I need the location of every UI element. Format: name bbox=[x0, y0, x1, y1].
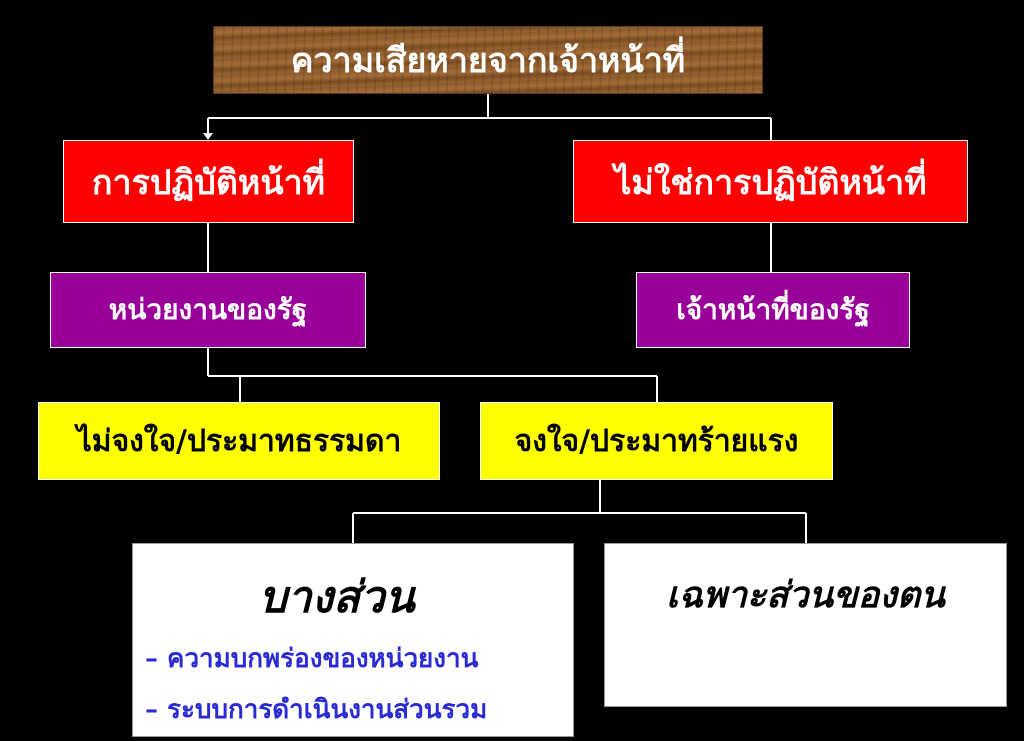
node-own-portion-title: เฉพาะส่วนของตน bbox=[666, 575, 945, 616]
node-state-official: เจ้าหน้าที่ของรัฐ bbox=[636, 272, 910, 348]
bullet-collective-operation-system: – ระบบการดำเนินงานส่วนรวม bbox=[145, 695, 488, 725]
node-not-performing-duty: ไม่ใช่การปฏิบัติหน้าที่ bbox=[573, 140, 968, 223]
arrowhead-left-red bbox=[203, 133, 213, 140]
node-intentional-gross-negligence: จงใจ/ประมาทร้ายแรง bbox=[480, 402, 833, 480]
node-not-performing-duty-label: ไม่ใช่การปฏิบัติหน้าที่ bbox=[614, 162, 927, 203]
node-unintentional-ordinary-negligence: ไม่จงใจ/ประมาทธรรมดา bbox=[38, 402, 440, 480]
node-state-agency: หน่วยงานของรัฐ bbox=[50, 272, 366, 348]
node-performing-duty: การปฏิบัติหน้าที่ bbox=[63, 140, 354, 223]
root-node-label: ความเสียหายจากเจ้าหน้าที่ bbox=[290, 41, 686, 81]
node-state-official-label: เจ้าหน้าที่ของรัฐ bbox=[676, 293, 870, 326]
bullet-agency-deficiency: – ความบกพร่องของหน่วยงาน bbox=[145, 644, 479, 674]
node-own-portion-liability: เฉพาะส่วนของตน bbox=[604, 543, 1007, 707]
root-node-damage-from-officials: ความเสียหายจากเจ้าหน้าที่ bbox=[213, 26, 763, 94]
node-partial-liability: บางส่วน – ความบกพร่องของหน่วยงาน – ระบบก… bbox=[132, 543, 574, 737]
node-partial-title: บางส่วน bbox=[259, 572, 415, 623]
node-performing-duty-label: การปฏิบัติหน้าที่ bbox=[91, 162, 326, 203]
node-state-agency-label: หน่วยงานของรัฐ bbox=[108, 293, 308, 326]
node-unintentional-label: ไม่จงใจ/ประมาทธรรมดา bbox=[76, 423, 402, 459]
node-intentional-label: จงใจ/ประมาทร้ายแรง bbox=[514, 423, 799, 459]
